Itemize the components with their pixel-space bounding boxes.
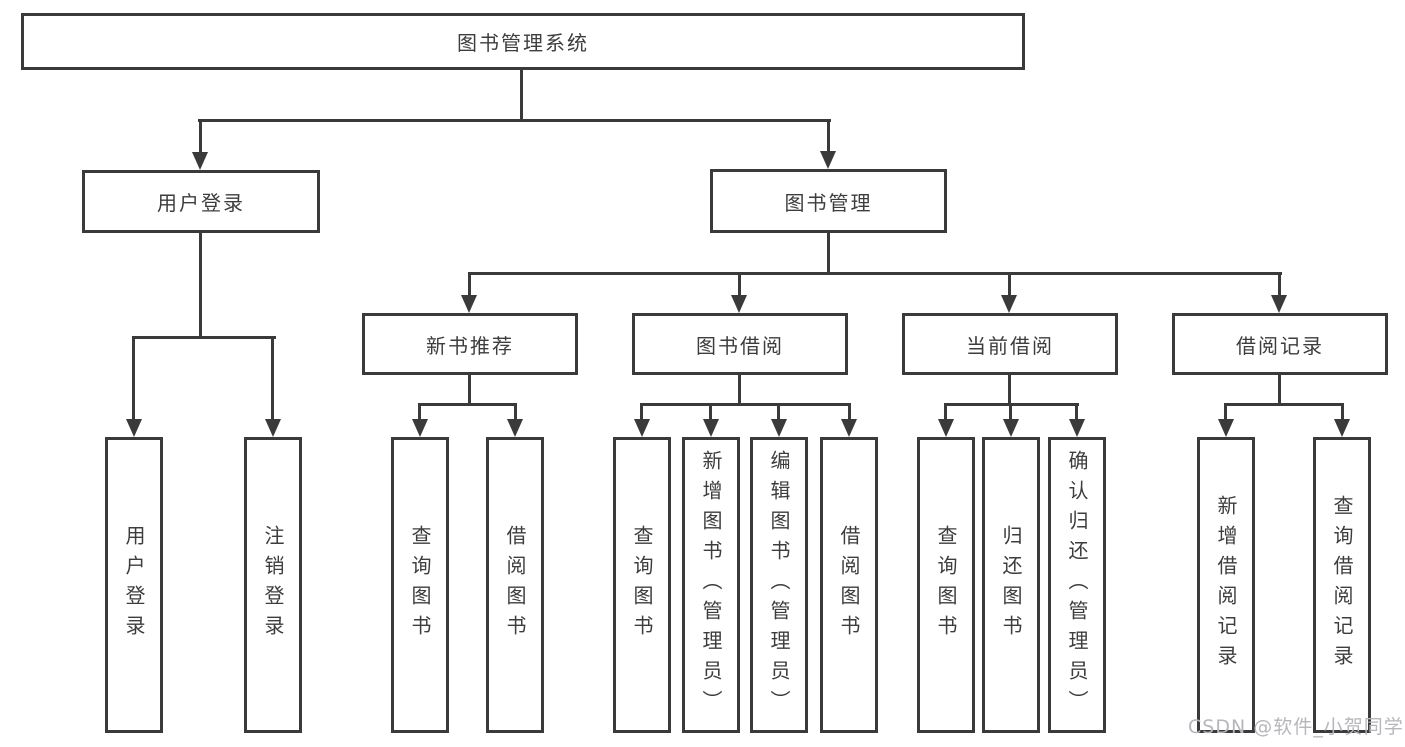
node-root-label: 图书管理系统 — [457, 31, 589, 55]
edge-segment — [132, 336, 276, 339]
leaf-bookborrow-edit-label: 编辑图书（管理员） — [767, 450, 791, 720]
edge-segment — [520, 70, 523, 122]
node-book-borrow: 图书借阅 — [632, 313, 848, 375]
node-book-mgmt: 图书管理 — [710, 169, 947, 233]
edge-segment — [199, 233, 202, 339]
edge-segment — [1278, 272, 1281, 298]
node-new-books: 新书推荐 — [362, 313, 578, 375]
arrowhead-down — [1069, 419, 1085, 437]
arrowhead-down — [412, 419, 428, 437]
leaf-bookborrow-edit: 编辑图书（管理员） — [750, 437, 808, 733]
arrowhead-down — [1218, 419, 1234, 437]
node-user-login: 用户登录 — [82, 170, 320, 233]
leaf-newbooks-query-label: 查询图书 — [408, 525, 432, 645]
leaf-currentborrow-confirm: 确认归还（管理员） — [1048, 437, 1106, 733]
arrowhead-down — [461, 295, 477, 313]
leaf-bookborrow-borrow: 借阅图书 — [820, 437, 878, 733]
leaf-logout: 注销登录 — [244, 437, 302, 733]
arrowhead-down — [1001, 295, 1017, 313]
node-book-mgmt-label: 图书管理 — [784, 190, 873, 215]
arrowhead-down — [126, 419, 142, 437]
edge-segment — [738, 375, 741, 406]
leaf-currentborrow-confirm-label: 确认归还（管理员） — [1065, 450, 1089, 720]
leaf-user-login: 用户登录 — [105, 437, 163, 733]
node-borrow-records: 借阅记录 — [1172, 313, 1388, 375]
node-current-borrow: 当前借阅 — [902, 313, 1118, 375]
node-book-borrow-label: 图书借阅 — [696, 333, 784, 358]
edge-segment — [271, 336, 274, 422]
arrowhead-down — [731, 295, 747, 313]
node-current-borrow-label: 当前借阅 — [966, 333, 1054, 358]
edge-segment — [514, 403, 517, 423]
edge-segment — [738, 272, 741, 298]
arrowhead-down — [1271, 295, 1287, 313]
leaf-newbooks-borrow-label: 借阅图书 — [503, 525, 527, 645]
arrowhead-down — [1003, 419, 1019, 437]
edge-segment — [827, 119, 830, 155]
edge-segment — [640, 403, 643, 423]
leaf-currentborrow-return-label: 归还图书 — [999, 525, 1023, 645]
edge-segment — [848, 403, 851, 423]
arrowhead-down — [820, 151, 836, 169]
edge-segment — [418, 403, 517, 406]
leaf-records-query-label: 查询借阅记录 — [1330, 495, 1354, 675]
edge-segment — [1009, 403, 1012, 423]
edge-segment — [468, 375, 471, 406]
arrowhead-down — [192, 152, 208, 170]
leaf-user-login-label: 用户登录 — [122, 525, 146, 645]
arrowhead-down — [1334, 419, 1350, 437]
watermark-text: CSDN @软件_小贺同学 — [1188, 716, 1404, 738]
edge-segment — [1008, 272, 1011, 298]
edge-segment — [1224, 403, 1344, 406]
node-user-login-label: 用户登录 — [157, 191, 245, 215]
edge-segment — [1278, 375, 1281, 406]
edge-segment — [1224, 403, 1227, 423]
edge-segment — [777, 403, 780, 423]
leaf-currentborrow-query-label: 查询图书 — [934, 525, 958, 645]
leaf-records-add: 新增借阅记录 — [1197, 437, 1255, 733]
edge-segment — [709, 403, 712, 423]
edge-segment — [944, 403, 947, 423]
leaf-currentborrow-return: 归还图书 — [982, 437, 1040, 733]
edge-segment — [1008, 375, 1011, 406]
leaf-bookborrow-add: 新增图书（管理员） — [682, 437, 740, 733]
leaf-newbooks-query: 查询图书 — [391, 437, 449, 733]
leaf-bookborrow-query: 查询图书 — [613, 437, 671, 733]
leaf-records-add-label: 新增借阅记录 — [1214, 495, 1238, 675]
edge-segment — [827, 233, 830, 275]
arrowhead-down — [507, 419, 523, 437]
leaf-logout-label: 注销登录 — [261, 525, 285, 645]
edge-segment — [468, 272, 471, 298]
leaf-newbooks-borrow: 借阅图书 — [486, 437, 544, 733]
node-root: 图书管理系统 — [21, 13, 1025, 70]
leaf-bookborrow-query-label: 查询图书 — [630, 525, 654, 645]
edge-segment — [418, 403, 421, 423]
edge-segment — [1341, 403, 1344, 423]
edge-segment — [199, 119, 202, 155]
arrowhead-down — [771, 419, 787, 437]
arrowhead-down — [841, 419, 857, 437]
node-new-books-label: 新书推荐 — [426, 333, 514, 358]
leaf-currentborrow-query: 查询图书 — [917, 437, 975, 733]
edge-segment — [132, 336, 135, 422]
arrowhead-down — [634, 419, 650, 437]
leaf-records-query: 查询借阅记录 — [1313, 437, 1371, 733]
leaf-bookborrow-borrow-label: 借阅图书 — [837, 525, 861, 645]
edge-segment — [198, 119, 831, 122]
edge-segment — [1075, 403, 1078, 423]
edge-segment — [468, 272, 1282, 275]
arrowhead-down — [265, 419, 281, 437]
node-borrow-records-label: 借阅记录 — [1236, 333, 1324, 358]
leaf-bookborrow-add-label: 新增图书（管理员） — [699, 450, 723, 720]
arrowhead-down — [703, 419, 719, 437]
edge-segment — [640, 403, 851, 406]
arrowhead-down — [938, 419, 954, 437]
